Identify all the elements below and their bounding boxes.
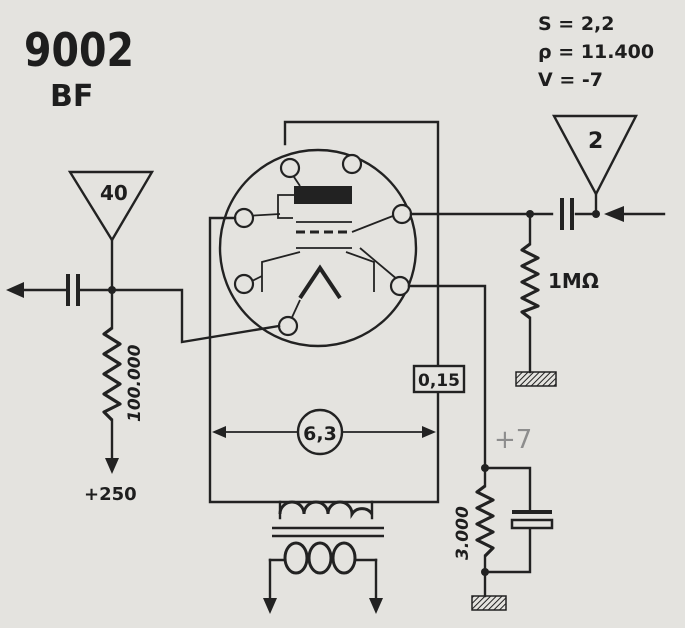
spec-v-line: V = -7 [538, 69, 603, 91]
input-gain-triangle [551, 114, 638, 197]
heater-loop-wire [208, 120, 440, 504]
supply-voltage-label: +250 [84, 484, 137, 505]
tube-pin [391, 203, 413, 225]
junction-dot [592, 210, 600, 218]
filament-lead-left [261, 251, 301, 292]
heater-current-label: 0,15 [418, 371, 460, 391]
plate-resistor [102, 326, 122, 422]
grid-resistor [520, 242, 540, 320]
tube-function-label: BF [50, 79, 93, 114]
transformer-output-arrow-icon [263, 598, 383, 614]
tube-pin [233, 273, 255, 295]
filament-lead-right [345, 251, 375, 292]
output-gain-triangle [67, 170, 155, 243]
tube-filament [298, 264, 342, 300]
tube-envelope [218, 148, 418, 348]
cathode-lead [359, 247, 399, 281]
bypass-capacitor-wire-bottom [483, 528, 532, 574]
supply-arrow-icon [105, 458, 119, 474]
bypass-capacitor [510, 510, 554, 530]
grid-resistor-label: 1MΩ [548, 269, 599, 293]
anode-lead [277, 194, 294, 219]
ground-symbol [471, 595, 507, 611]
junction-dot [108, 286, 116, 294]
transformer [268, 500, 384, 575]
spec-s-line: S = 2,2 [538, 13, 615, 35]
heater-voltage-label: 6,3 [303, 423, 337, 445]
cathode-resistor-label: 3.000 [453, 506, 473, 560]
tube-anode [294, 186, 352, 204]
tube-pin [389, 275, 411, 297]
tube-pin [277, 315, 299, 337]
signal-output-arrow-icon [6, 282, 24, 298]
grid-lead [351, 213, 399, 233]
junction-dot [526, 210, 534, 218]
cathode-wire [407, 284, 487, 470]
tube-code-label: 9002 [24, 23, 134, 77]
tube-pin [279, 157, 301, 179]
tube-pin [341, 153, 363, 175]
heater-current-box [412, 364, 466, 394]
tube-pin [233, 207, 255, 229]
output-gain-label: 40 [100, 181, 128, 205]
input-coupling-capacitor [560, 198, 574, 230]
transformer-secondary-leads [268, 558, 378, 606]
bypass-capacitor-wire-top [483, 466, 532, 512]
plate-resistor-label: 100.000 [125, 344, 145, 422]
ground-symbol [515, 371, 557, 387]
vacuum-tube [218, 148, 418, 348]
output-coupling-capacitor [66, 274, 80, 306]
cathode-resistor [475, 484, 495, 558]
junction-dot [481, 568, 489, 576]
signal-input-arrow-icon [604, 206, 666, 222]
plate-output-wire [76, 288, 281, 344]
input-gain-label: 2 [588, 129, 603, 154]
cathode-bias-annotation: +7 [494, 425, 532, 455]
heater-voltage-dimension [212, 408, 436, 456]
spec-rho-line: ρ = 11.400 [538, 41, 654, 63]
